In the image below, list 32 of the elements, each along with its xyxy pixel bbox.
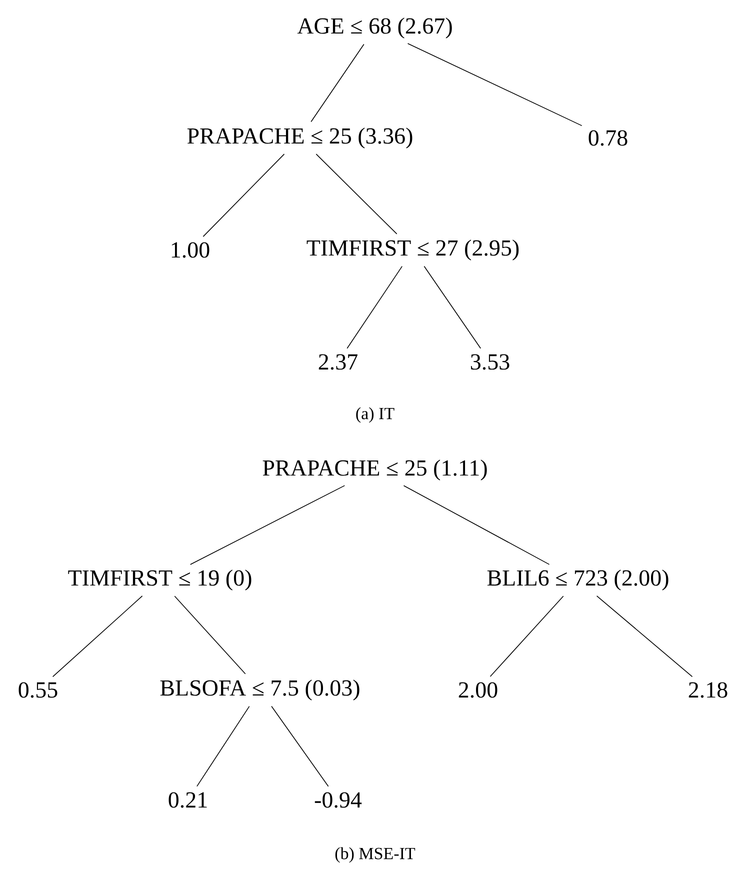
branch-line (271, 706, 329, 787)
branch-line (316, 154, 398, 234)
branch-line (490, 596, 564, 677)
leaf-value: 0.21 (168, 792, 207, 808)
leaf-value: 0.78 (588, 130, 628, 146)
leaf-value: 2.37 (318, 354, 358, 370)
leaf-value: -0.94 (314, 792, 362, 808)
leaf-value: 1.00 (172, 242, 210, 258)
split-label: TIMFIRST ≤ 19 (0) (68, 570, 252, 590)
branch-line (190, 485, 346, 565)
branch-line (403, 485, 550, 565)
leaf-value: 2.18 (688, 682, 728, 698)
branch-line (196, 706, 250, 787)
split-label: TIMFIRST ≤ 27 (2.95) (306, 240, 519, 260)
branch-line (424, 266, 482, 349)
branch-line (52, 596, 143, 678)
branch-line (407, 43, 582, 126)
branch-line (174, 596, 246, 674)
leaf-value: 3.53 (470, 354, 510, 370)
leaf-value: 0.55 (18, 682, 58, 698)
branch-line (310, 44, 364, 122)
branch-line (596, 596, 693, 678)
branch-line (346, 266, 402, 349)
split-label: BLIL6 ≤ 723 (2.00) (487, 570, 668, 590)
split-label: AGE ≤ 68 (2.67) (297, 18, 452, 38)
split-label: PRAPACHE ≤ 25 (3.36) (187, 128, 412, 148)
leaf-value: 2.00 (458, 682, 498, 698)
split-label: PRAPACHE ≤ 25 (1.11) (262, 460, 487, 480)
subfigure-caption: (a) IT (356, 407, 394, 423)
subfigure-caption: (b) MSE-IT (335, 847, 416, 863)
split-label: BLSOFA ≤ 7.5 (0.03) (160, 680, 360, 700)
branch-line (202, 154, 285, 237)
